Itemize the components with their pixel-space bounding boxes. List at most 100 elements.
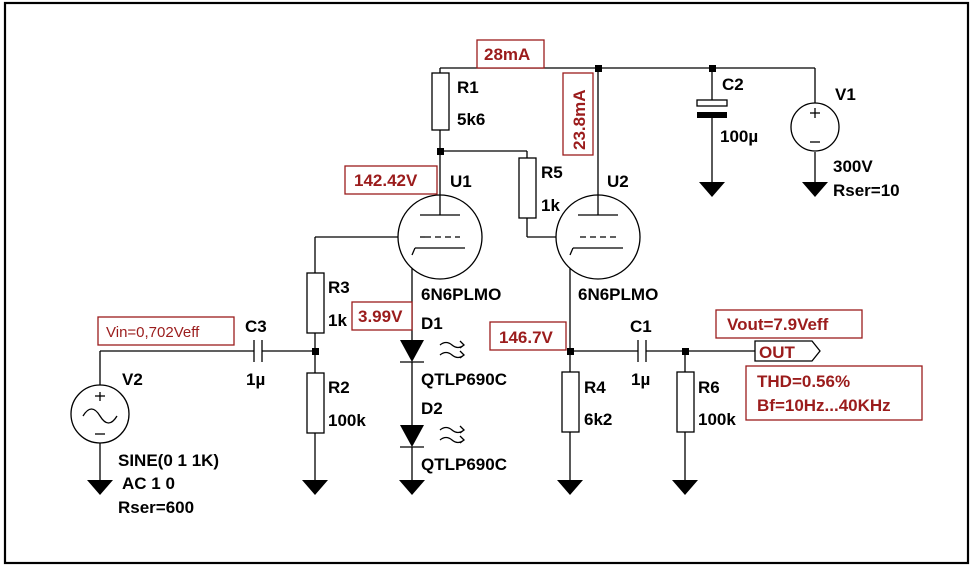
annotation-u2-cathode-voltage: 146.7V	[489, 321, 567, 351]
capacitor-c3[interactable]: C3 1µ	[245, 317, 267, 389]
c3-name: C3	[245, 317, 267, 336]
annotation-box	[745, 365, 923, 421]
r2-name: R2	[328, 378, 350, 397]
annotation-text: 28mA	[484, 45, 530, 64]
resistor-r1[interactable]: R1 5k6	[431, 72, 485, 131]
c2-value: 100µ	[720, 127, 758, 146]
u1-name: U1	[450, 172, 472, 191]
resistor-r6[interactable]: R6 100k	[676, 371, 736, 433]
d2-name: D2	[421, 399, 443, 418]
annotation-cathode-voltage: 3.99V	[351, 301, 413, 331]
out-label-text: OUT	[759, 343, 796, 362]
v2-line3: Rser=600	[118, 498, 194, 517]
frame-border	[3, 1, 970, 565]
annotation-text: Vout=7.9Veff	[727, 315, 829, 334]
r4-name: R4	[584, 378, 606, 397]
annotation-box	[97, 316, 235, 346]
capacitor-plate-negative	[697, 112, 727, 118]
led-d1[interactable]: D1 QTLP690C	[400, 314, 507, 389]
tube-u2[interactable]: U2 6N6PLMO	[555, 172, 658, 304]
annotation-vin: Vin=0,702Veff	[97, 316, 235, 346]
annotation-text: 3.99V	[358, 307, 403, 326]
annotation-total-current: 28mA	[476, 39, 545, 69]
source-circle	[790, 102, 840, 152]
resistor-symbol	[561, 371, 580, 433]
ground-icon	[399, 480, 425, 495]
net-label-flag	[754, 340, 821, 362]
r6-name: R6	[698, 378, 720, 397]
annotation-box	[489, 321, 567, 351]
grounds	[87, 182, 828, 495]
r5-value: 1k	[541, 196, 560, 215]
annotation-vout: Vout=7.9Veff	[715, 309, 863, 339]
v1-value: 300V	[833, 157, 873, 176]
resistor-r4[interactable]: R4 6k2	[561, 371, 612, 433]
thd-text: THD=0.56%	[757, 372, 850, 391]
sine-wave-icon	[82, 408, 118, 424]
r4-value: 6k2	[584, 410, 612, 429]
ground-icon	[87, 480, 113, 495]
r1-name: R1	[457, 78, 479, 97]
u2-model: 6N6PLMO	[578, 285, 658, 304]
capacitor-c1[interactable]: C1 1µ	[630, 317, 652, 389]
resistor-r2[interactable]: R2 100k	[306, 372, 366, 434]
source-circle	[70, 384, 130, 444]
junction-dots	[312, 65, 716, 355]
net-label-out[interactable]: OUT	[754, 340, 821, 362]
led-triangle	[400, 425, 424, 447]
led-d2[interactable]: D2 QTLP690C	[400, 399, 507, 474]
annotation-u1-anode-voltage: 142.42V	[344, 165, 438, 195]
sine-source-v2[interactable]: V2 SINE(0 1 1K) AC 1 0 Rser=600	[70, 370, 219, 517]
annotation-text: Vin=0,702Veff	[106, 324, 200, 341]
wires	[99, 67, 816, 480]
r1-value: 5k6	[457, 110, 485, 129]
v2-name: V2	[122, 370, 143, 389]
resistor-r3[interactable]: R3 1k	[306, 272, 350, 334]
junction-dot	[437, 148, 444, 155]
resistor-r5[interactable]: R5 1k	[518, 157, 563, 219]
junction-dot	[595, 65, 602, 72]
d1-name: D1	[421, 314, 443, 333]
ground-icon	[302, 480, 328, 495]
junction-dot	[709, 65, 716, 72]
capacitor-plate-positive	[696, 99, 728, 107]
r3-name: R3	[328, 278, 350, 297]
led-triangle	[400, 340, 424, 362]
annotation-text: 146.7V	[499, 328, 554, 347]
ground-icon	[802, 182, 828, 197]
resistor-symbol	[518, 157, 537, 219]
annotation-box	[351, 301, 413, 331]
junction-dot	[312, 348, 319, 355]
annotation-box	[476, 39, 545, 69]
annotation-box	[715, 309, 863, 339]
ground-icon	[672, 480, 698, 495]
c1-name: C1	[630, 317, 652, 336]
d2-model: QTLP690C	[421, 455, 507, 474]
v2-line2: AC 1 0	[122, 474, 175, 493]
junction-dot	[567, 348, 574, 355]
bandwidth-text: Bf=10Hz...40KHz	[757, 396, 891, 415]
annotation-u2-current: 23.8mA	[562, 72, 594, 156]
annotation-text: 142.42V	[354, 171, 418, 190]
tube-cathode-lead	[411, 247, 416, 256]
light-emission-icon	[439, 340, 465, 349]
annotation-text: 23.8mA	[570, 90, 589, 150]
d1-model: QTLP690C	[421, 370, 507, 389]
light-emission-icon	[439, 350, 465, 359]
u2-name: U2	[607, 172, 629, 191]
capacitor-c2[interactable]: C2 100µ	[696, 75, 758, 146]
annotation-box	[562, 72, 594, 156]
v1-name: V1	[835, 85, 856, 104]
junction-dot	[682, 348, 689, 355]
r2-value: 100k	[328, 411, 366, 430]
ground-icon	[699, 182, 725, 197]
annotation-thd-bandwidth: THD=0.56% Bf=10Hz...40KHz	[745, 365, 923, 421]
c1-value: 1µ	[631, 370, 650, 389]
u1-model: 6N6PLMO	[421, 285, 501, 304]
resistor-symbol	[431, 72, 450, 131]
tube-cathode-lead	[569, 247, 574, 256]
voltage-source-v1[interactable]: V1 300V Rser=10	[790, 85, 900, 200]
v2-line1: SINE(0 1 1K)	[118, 451, 219, 470]
resistor-symbol	[676, 371, 695, 433]
